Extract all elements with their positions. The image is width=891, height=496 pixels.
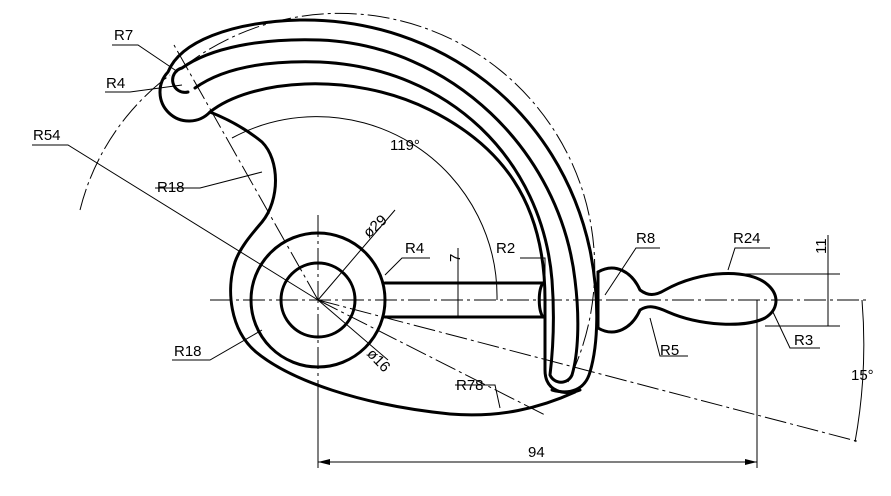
leader-r4-slot bbox=[384, 257, 430, 276]
dim-15-arc bbox=[854, 299, 865, 443]
label-r54: R54 bbox=[33, 127, 61, 144]
leader-r2 bbox=[520, 257, 546, 282]
labels: R7 R4 R54 R18 119° ø29 R4 R2 7 R8 R24 11… bbox=[33, 27, 874, 461]
leader-r78 bbox=[455, 384, 501, 409]
handle-outline bbox=[596, 266, 778, 334]
leader-d16 bbox=[317, 299, 389, 361]
label-angle-15: 15° bbox=[851, 367, 874, 384]
label-angle-119: 119° bbox=[390, 137, 420, 154]
label-r78: R78 bbox=[456, 377, 484, 394]
label-r3: R3 bbox=[794, 332, 813, 349]
leader-r3 bbox=[771, 309, 820, 349]
leader-r18-lower bbox=[172, 329, 263, 361]
label-dim-7: 7 bbox=[447, 254, 464, 262]
hub-circle-d29 bbox=[249, 231, 387, 369]
label-r5: R5 bbox=[660, 342, 679, 359]
leader-d29 bbox=[317, 209, 396, 301]
label-r18-lower: R18 bbox=[174, 343, 202, 360]
arc-slot-outer bbox=[171, 38, 580, 384]
label-r18-upper: R18 bbox=[157, 179, 185, 196]
label-dim-94: 94 bbox=[528, 444, 545, 461]
arm-inner-contour bbox=[208, 82, 582, 394]
label-r7: R7 bbox=[114, 27, 133, 44]
part-outline bbox=[158, 18, 778, 417]
label-d29: ø29 bbox=[360, 212, 391, 242]
label-r8: R8 bbox=[636, 230, 655, 247]
leader-r18-upper bbox=[155, 171, 263, 189]
leader-r8 bbox=[604, 247, 660, 296]
label-r24: R24 bbox=[733, 230, 761, 247]
dim-94-arrow-right bbox=[745, 459, 757, 465]
leader-r24 bbox=[727, 247, 770, 271]
label-dim-11: 11 bbox=[813, 238, 830, 254]
dim-94-arrow-left bbox=[318, 459, 330, 465]
slot-arm-detail bbox=[537, 281, 545, 319]
leader-r7 bbox=[112, 44, 179, 73]
label-r4-top: R4 bbox=[106, 75, 125, 92]
hub-circle-d16 bbox=[279, 261, 357, 339]
upper-left-contour bbox=[208, 110, 577, 417]
dimensions bbox=[32, 44, 865, 468]
leader-r54 bbox=[32, 144, 319, 301]
dim-119-arc bbox=[231, 116, 498, 301]
arm-outer-contour bbox=[158, 18, 599, 394]
label-d16: ø16 bbox=[363, 345, 393, 375]
label-r4-slot: R4 bbox=[405, 240, 424, 257]
leader-r5 bbox=[649, 317, 688, 357]
label-r2: R2 bbox=[496, 240, 515, 257]
leader-r4-top bbox=[105, 84, 183, 93]
lower-radial-centerline bbox=[317, 299, 546, 416]
r54-arc-centerline bbox=[79, 74, 171, 211]
